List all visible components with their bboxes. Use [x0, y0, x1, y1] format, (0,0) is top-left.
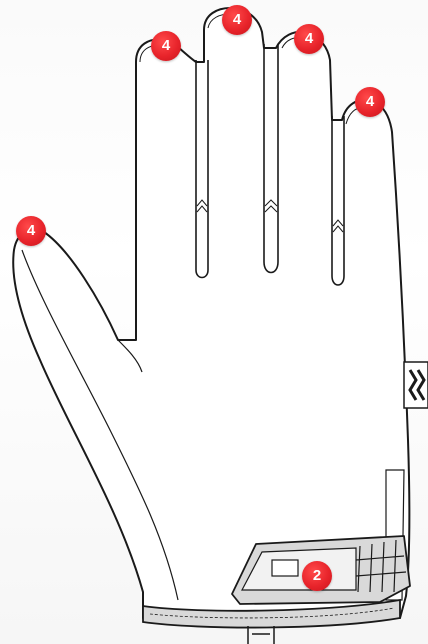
marker-ring-tip[interactable]: 4 — [294, 24, 324, 54]
thumb-inner-line — [21, 249, 179, 601]
closure-ribs — [355, 539, 407, 593]
marker-pinky-tip[interactable]: 4 — [151, 31, 181, 61]
marker-thumb-tip[interactable]: 4 — [16, 216, 46, 246]
thumb-crease — [117, 339, 143, 373]
finger-inner-edge — [139, 13, 369, 125]
seam-chevron-3 — [332, 219, 344, 233]
finger-seam-1 — [195, 60, 209, 279]
marker-index-tip[interactable]: 4 — [355, 87, 385, 117]
finger-seam-3 — [331, 116, 345, 286]
seam-chevron-2 — [264, 199, 278, 213]
marker-middle-tip[interactable]: 4 — [222, 5, 252, 35]
side-tab — [403, 361, 428, 409]
closure-label-patch — [271, 559, 299, 577]
cuff-band — [142, 598, 401, 629]
cuff-stitch — [149, 607, 395, 619]
glove-outline — [12, 7, 411, 619]
finger-seam-2 — [263, 44, 279, 274]
marker-wrist-closure[interactable]: 2 — [302, 561, 332, 591]
seam-chevron-1 — [196, 199, 208, 213]
cuff-pull-tab — [247, 626, 275, 644]
brand-logo-icon — [408, 369, 426, 401]
